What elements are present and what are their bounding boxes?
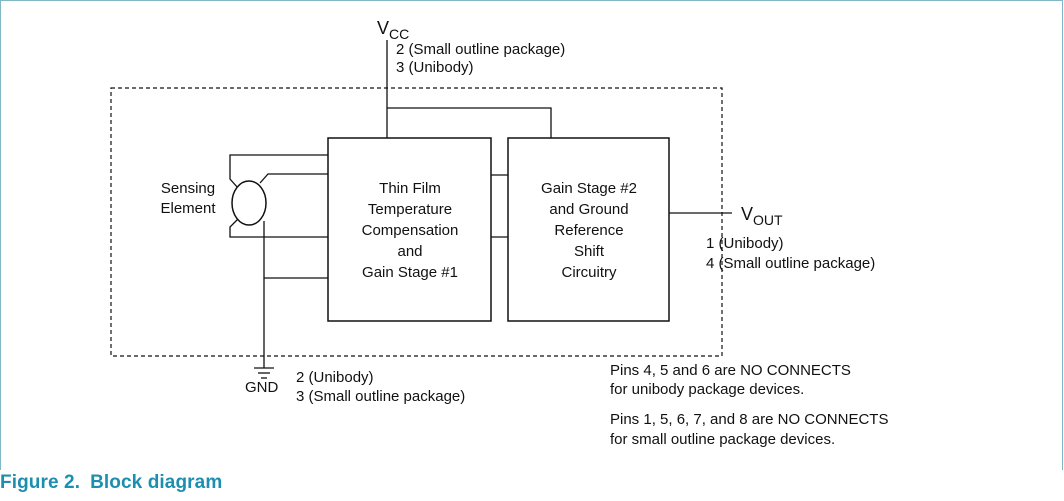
sensing-element-wiring bbox=[229, 154, 328, 368]
block-2-line: Reference bbox=[554, 222, 623, 239]
figure-frame bbox=[0, 0, 1063, 470]
vcc-label: VCC bbox=[377, 18, 409, 42]
block-1-line: and bbox=[397, 243, 422, 260]
gnd-label: GND bbox=[245, 379, 279, 396]
sensing-label-1: Sensing bbox=[161, 180, 215, 197]
gnd-pin-2: 3 (Small outline package) bbox=[296, 388, 465, 405]
block-2-line: Shift bbox=[574, 243, 605, 260]
block-1-line: Compensation bbox=[362, 222, 459, 239]
block-gain-stage-2 bbox=[507, 137, 670, 322]
vout-pin-1: 1 (Unibody) bbox=[706, 235, 784, 252]
block-thin-film-gain-stage-1 bbox=[327, 137, 492, 322]
vcc-pin-1: 2 (Small outline package) bbox=[396, 41, 565, 58]
vout-label: VOUT bbox=[741, 204, 783, 228]
block-1-line: Thin Film bbox=[379, 180, 441, 197]
vcc-pin-2: 3 (Unibody) bbox=[396, 59, 474, 76]
vout-pin-2: 4 (Small outline package) bbox=[706, 255, 875, 272]
block-2-label: Gain Stage #2 and Ground Reference Shift… bbox=[541, 180, 637, 281]
vcc-wiring bbox=[386, 40, 552, 138]
inter-block-connections bbox=[491, 174, 508, 238]
figure-number: Figure 2. bbox=[0, 472, 81, 493]
sensing-element-symbol bbox=[231, 180, 267, 226]
note-1-line-2: for unibody package devices. bbox=[610, 381, 804, 398]
block-diagram: VCC 2 (Small outline package) 3 (Unibody… bbox=[110, 18, 888, 448]
gnd-pin-1: 2 (Unibody) bbox=[296, 369, 374, 386]
ground-icon bbox=[254, 367, 274, 379]
figure-title: Block diagram bbox=[90, 472, 223, 493]
note-2-line-2: for small outline package devices. bbox=[610, 431, 835, 448]
block-2-line: Circuitry bbox=[562, 264, 617, 281]
block-2-line: Gain Stage #2 bbox=[541, 180, 637, 197]
note-2-line-1: Pins 1, 5, 6, 7, and 8 are NO CONNECTS bbox=[610, 411, 888, 428]
package-outline bbox=[110, 87, 723, 357]
note-1-line-1: Pins 4, 5 and 6 are NO CONNECTS bbox=[610, 362, 851, 379]
block-1-line: Temperature bbox=[368, 201, 452, 218]
block-2-line: and Ground bbox=[549, 201, 628, 218]
block-1-label: Thin Film Temperature Compensation and G… bbox=[362, 180, 459, 281]
figure-caption: Figure 2. Block diagram bbox=[0, 472, 222, 494]
block-1-line: Gain Stage #1 bbox=[362, 264, 458, 281]
sensing-label-2: Element bbox=[160, 200, 216, 217]
